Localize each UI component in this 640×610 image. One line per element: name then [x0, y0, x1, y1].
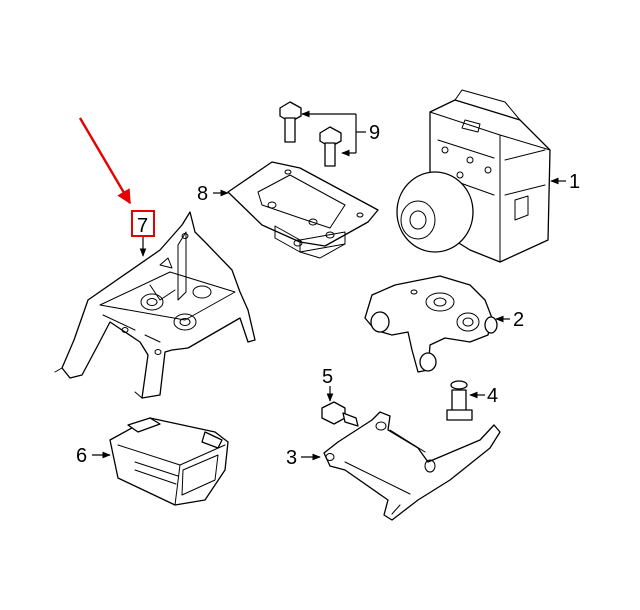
control-module-part: [109, 417, 229, 506]
callout-4-label: 4: [487, 385, 498, 407]
callout-5-label: 5: [322, 366, 333, 388]
callout-9-label: 9: [369, 122, 380, 144]
bolt-9a-part: [279, 101, 302, 143]
callout-1-label: 1: [569, 171, 580, 193]
callout-7-label: 7: [137, 215, 148, 237]
modulator-bracket-part: [364, 275, 498, 373]
mounting-plate-part: [227, 161, 379, 259]
main-bracket-part: [54, 211, 256, 399]
callout-6-label: 6: [76, 445, 87, 467]
lower-bracket-part: [323, 411, 501, 521]
callout-3-label: 3: [286, 447, 297, 469]
callout-7-highlight-box: [131, 210, 155, 237]
highlight-pointer-arrow: [78, 117, 132, 205]
bolt-9b-part: [319, 126, 342, 167]
bolt-4-part: [446, 380, 473, 421]
bolt-5-part: [321, 401, 359, 427]
abs-modulator-part: [396, 89, 551, 263]
callout-8-label: 8: [197, 183, 208, 205]
callout-2-label: 2: [513, 309, 524, 331]
